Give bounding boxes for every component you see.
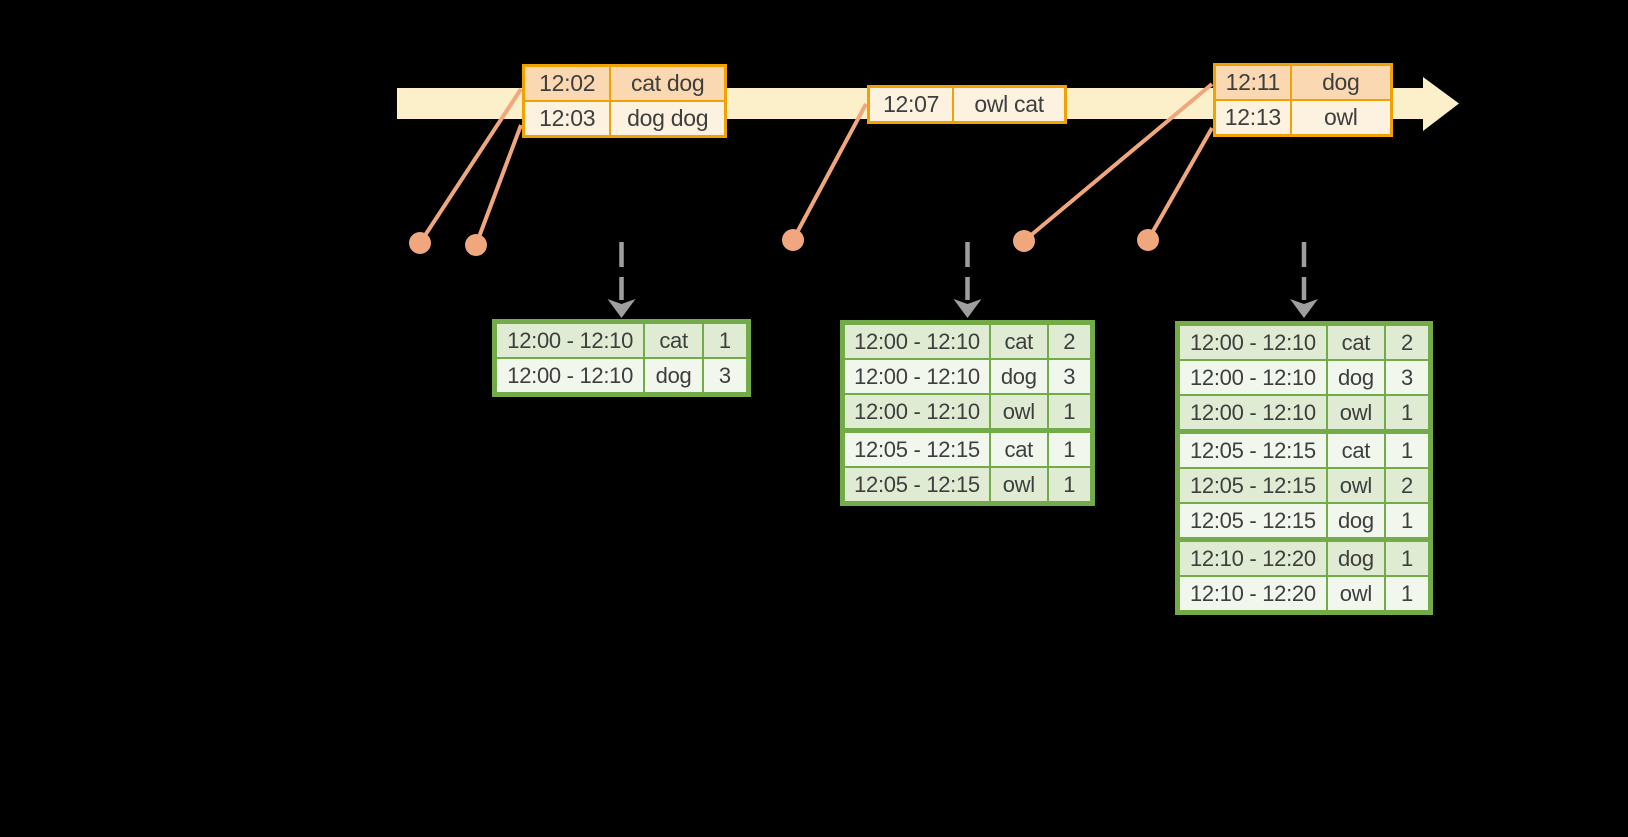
- event-dot: [465, 234, 487, 256]
- table-cell: 1: [1046, 428, 1094, 468]
- table-cell: 12:07: [867, 85, 955, 124]
- table-cell: 1: [1383, 394, 1432, 433]
- table-cell: 12:00 - 12:10: [493, 357, 646, 396]
- connector-line: [791, 103, 868, 241]
- table-cell: 1: [1383, 537, 1432, 577]
- event-dot: [1137, 229, 1159, 251]
- table-cell: owl cat: [952, 85, 1067, 124]
- trigger-arrow-icon: [607, 242, 636, 318]
- connector-line: [1146, 127, 1214, 241]
- table-cell: dog: [1325, 537, 1386, 577]
- table-cell: 3: [1383, 359, 1432, 396]
- table-cell: 3: [701, 357, 750, 396]
- table-cell: 12:10 - 12:20: [1176, 537, 1328, 577]
- table-cell: owl: [1289, 99, 1393, 137]
- trigger-arrow-icon: [953, 242, 982, 318]
- table-cell: 12:00 - 12:10: [841, 321, 991, 360]
- table-cell: 12:05 - 12:15: [1176, 502, 1328, 541]
- table-cell: 12:05 - 12:15: [841, 466, 991, 505]
- table-cell: dog: [989, 358, 1049, 395]
- table-cell: 12:00 - 12:10: [1176, 394, 1328, 433]
- table-cell: 3: [1046, 358, 1094, 395]
- table-cell: owl: [1325, 575, 1386, 614]
- table-cell: 1: [1383, 575, 1432, 614]
- table-cell: cat: [989, 428, 1049, 468]
- table-cell: 12:00 - 12:10: [841, 358, 991, 395]
- table-cell: 1: [1046, 466, 1094, 505]
- event-dot: [782, 229, 804, 251]
- table-cell: cat: [643, 320, 704, 359]
- table-cell: 12:11: [1213, 63, 1292, 101]
- trigger-arrow-icon: [1290, 242, 1318, 318]
- table-cell: 1: [1383, 429, 1432, 469]
- table-cell: dog dog: [609, 100, 727, 138]
- connector-line: [474, 124, 523, 246]
- table-cell: cat: [989, 321, 1049, 360]
- table-cell: 2: [1383, 467, 1432, 504]
- table-cell: 1: [1046, 393, 1094, 432]
- table-cell: owl: [1325, 394, 1386, 433]
- event-dot: [1013, 230, 1035, 252]
- table-cell: dog: [643, 357, 704, 396]
- table-cell: 12:02: [522, 64, 612, 102]
- table-cell: 12:05 - 12:15: [1176, 467, 1328, 504]
- table-cell: 1: [1383, 502, 1432, 541]
- table-cell: 12:00 - 12:10: [1176, 322, 1328, 361]
- table-cell: owl: [1325, 467, 1386, 504]
- table-cell: dog: [1289, 63, 1393, 101]
- event-dot: [409, 232, 431, 254]
- table-cell: 2: [1383, 322, 1432, 361]
- table-cell: dog: [1325, 502, 1386, 541]
- table-cell: owl: [989, 393, 1049, 432]
- table-cell: dog: [1325, 359, 1386, 396]
- table-cell: cat dog: [609, 64, 727, 102]
- table-cell: 12:05 - 12:15: [1176, 429, 1328, 469]
- table-cell: 12:03: [522, 100, 612, 138]
- table-cell: 2: [1046, 321, 1094, 360]
- table-cell: 12:05 - 12:15: [841, 428, 991, 468]
- table-cell: 12:00 - 12:10: [841, 393, 991, 432]
- timeline-arrowhead-icon: [1423, 77, 1459, 131]
- table-cell: owl: [989, 466, 1049, 505]
- connector-line: [1022, 82, 1214, 243]
- table-cell: 12:10 - 12:20: [1176, 575, 1328, 614]
- table-cell: cat: [1325, 429, 1386, 469]
- table-cell: 12:00 - 12:10: [493, 320, 646, 359]
- table-cell: 12:13: [1213, 99, 1292, 137]
- table-cell: 12:00 - 12:10: [1176, 359, 1328, 396]
- table-cell: cat: [1325, 322, 1386, 361]
- connector-line: [418, 87, 523, 245]
- table-cell: 1: [701, 320, 750, 359]
